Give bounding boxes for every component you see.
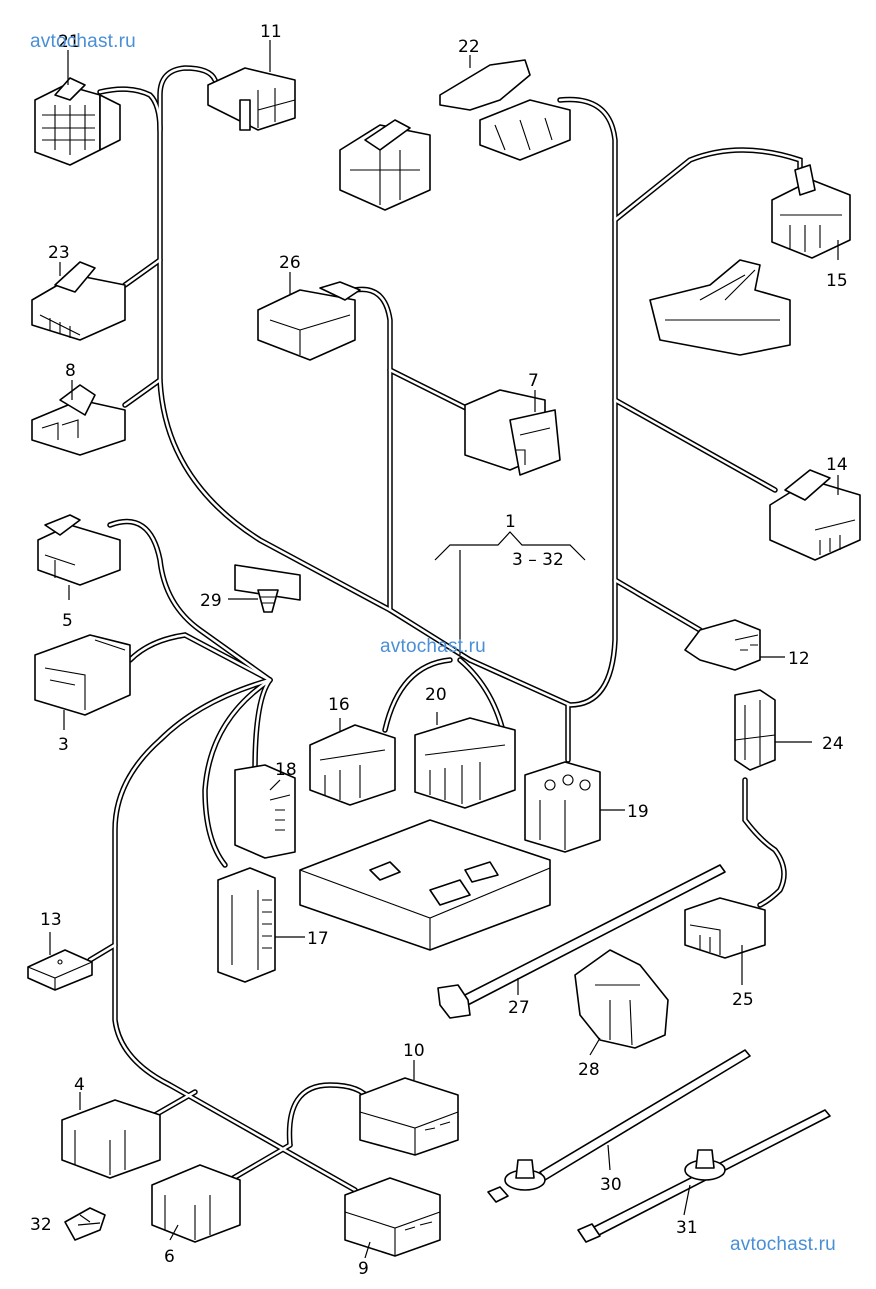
- wire-inner: [353, 288, 392, 612]
- part-26-connector[interactable]: [257, 281, 361, 361]
- wire-inner: [288, 1083, 372, 1147]
- part-14-connector[interactable]: [769, 469, 861, 561]
- part-18-connector[interactable]: [234, 764, 296, 859]
- part-31-cable-tie[interactable]: [577, 1109, 831, 1243]
- part-24-connector[interactable]: [734, 689, 776, 771]
- callout-29: 29: [200, 591, 222, 611]
- callout-21: 21: [58, 32, 80, 52]
- callout-32: 32: [30, 1215, 52, 1235]
- part-23-connector[interactable]: [31, 261, 126, 341]
- wire-inner: [98, 87, 162, 132]
- callout-1: 1: [505, 512, 516, 532]
- callout-12: 12: [788, 649, 810, 669]
- wire-inner: [383, 658, 452, 732]
- part-20-connector[interactable]: [414, 717, 516, 809]
- wire-inner: [123, 378, 162, 407]
- seat-switch-module: [649, 259, 791, 356]
- callout-16: 16: [328, 695, 350, 715]
- wire-inner: [158, 66, 472, 662]
- wire-inner: [153, 1090, 197, 1117]
- wire-inner: [108, 520, 272, 682]
- wire-inner: [123, 258, 162, 287]
- part-11-connector[interactable]: [207, 67, 296, 131]
- part-29-spreader-rivet[interactable]: [234, 564, 301, 613]
- part-10-connector[interactable]: [359, 1077, 459, 1156]
- wire-inner: [113, 678, 357, 1192]
- wire-inner: [88, 943, 117, 962]
- callout-4: 4: [74, 1075, 85, 1095]
- callout-27: 27: [508, 998, 530, 1018]
- part-4-connector-housing[interactable]: [61, 1099, 161, 1179]
- wire-inner: [613, 148, 802, 222]
- part-27-cable-tie[interactable]: [437, 864, 726, 1019]
- callout-23: 23: [48, 243, 70, 263]
- callout-18: 18: [275, 760, 297, 780]
- callout-26: 26: [279, 253, 301, 273]
- callout-range-3-32: 3 – 32: [512, 550, 564, 570]
- part-17-connector[interactable]: [217, 867, 276, 983]
- part-25-connector[interactable]: [684, 897, 766, 959]
- wire-inner: [253, 678, 272, 772]
- callout-30: 30: [600, 1175, 622, 1195]
- part-7-connector[interactable]: [464, 389, 561, 476]
- callout-6: 6: [164, 1247, 175, 1267]
- part-19-connector[interactable]: [524, 761, 601, 853]
- callout-28: 28: [578, 1060, 600, 1080]
- part-15-connector[interactable]: [771, 164, 851, 259]
- callout-20: 20: [425, 685, 447, 705]
- wire-w-26: [352, 286, 393, 613]
- wire-inner: [613, 578, 702, 632]
- switch-module: [339, 119, 431, 211]
- callout-8: 8: [65, 361, 76, 381]
- watermark-center: avtochast.ru: [380, 636, 486, 657]
- wire-inner: [613, 398, 777, 492]
- part-5-connector[interactable]: [37, 514, 121, 586]
- callout-labels: 21 11 22 15 23 26 8 7 14 1 3 – 32 29 5 1…: [30, 22, 848, 1279]
- wire-inner: [228, 1143, 292, 1182]
- part-12-connector[interactable]: [684, 619, 761, 671]
- callout-15: 15: [826, 271, 848, 291]
- control-unit: [299, 819, 551, 951]
- callout-10: 10: [403, 1041, 425, 1061]
- part-28-clip[interactable]: [574, 949, 669, 1049]
- callout-24: 24: [822, 734, 844, 754]
- callout-13: 13: [40, 910, 62, 930]
- callout-31: 31: [676, 1218, 698, 1238]
- callout-7: 7: [528, 371, 539, 391]
- callout-14: 14: [826, 455, 848, 475]
- callout-3: 3: [58, 735, 69, 755]
- wire-inner: [468, 98, 617, 707]
- callout-11: 11: [260, 22, 282, 42]
- part-13-connector[interactable]: [27, 949, 93, 991]
- assembly-bracket: [434, 531, 586, 655]
- part-22-connector[interactable]: [439, 59, 571, 161]
- harness-wires: [87, 65, 803, 1193]
- wire-inner: [203, 678, 272, 867]
- wire-inner: [128, 633, 272, 682]
- wire-inner: [388, 368, 472, 412]
- callout-19: 19: [627, 802, 649, 822]
- leader-lines: [49, 40, 839, 1259]
- watermark-top-left: avtochast.ru: [30, 31, 136, 52]
- part-3-connector[interactable]: [34, 634, 131, 716]
- callout-22: 22: [458, 37, 480, 57]
- wire-inner: [743, 778, 786, 907]
- part-9-connector[interactable]: [344, 1177, 441, 1257]
- callout-17: 17: [307, 929, 329, 949]
- part-30-cable-tie[interactable]: [487, 1049, 751, 1203]
- part-16-connector[interactable]: [309, 724, 396, 806]
- callout-9: 9: [358, 1259, 369, 1279]
- part-8-connector[interactable]: [31, 384, 126, 456]
- watermark-bottom-right: avtochast.ru: [730, 1234, 836, 1255]
- part-6-connector-housing[interactable]: [151, 1164, 241, 1243]
- callout-25: 25: [732, 990, 754, 1010]
- callout-5: 5: [62, 611, 73, 631]
- part-21-connector[interactable]: [34, 77, 121, 166]
